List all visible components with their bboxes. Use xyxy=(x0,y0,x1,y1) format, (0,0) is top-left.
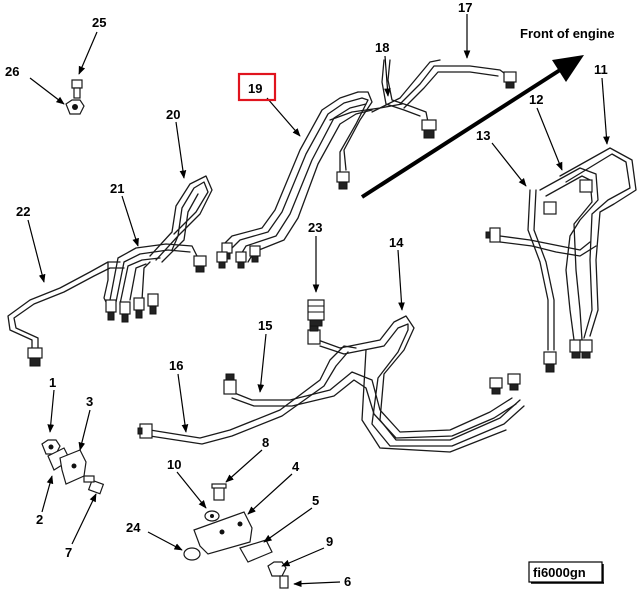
fuel-line-19[interactable] xyxy=(216,91,373,269)
fuel-line-14[interactable] xyxy=(307,315,525,453)
figure-id-box: fi6000gn xyxy=(528,561,604,584)
callout-19-highlight xyxy=(237,72,277,102)
callout-12[interactable]: 12 xyxy=(529,92,543,107)
washer-24[interactable] xyxy=(183,547,201,561)
callout-13[interactable]: 13 xyxy=(476,128,490,143)
fuel-line-22[interactable] xyxy=(7,261,125,367)
callout-14[interactable]: 14 xyxy=(389,235,404,250)
callout-2[interactable]: 2 xyxy=(36,512,43,527)
washer-10[interactable] xyxy=(204,510,220,522)
bolt-7[interactable] xyxy=(83,475,105,495)
front-of-engine-caption: Front of engine xyxy=(520,26,615,41)
fitting-21d xyxy=(147,293,159,315)
fitting-11a xyxy=(579,179,593,193)
bolt-6[interactable] xyxy=(279,575,289,589)
callout-6[interactable]: 6 xyxy=(344,574,351,589)
callout-24[interactable]: 24 xyxy=(126,520,141,535)
callout-1[interactable]: 1 xyxy=(49,375,56,390)
front-of-engine-arrow xyxy=(360,55,584,199)
nut-1[interactable] xyxy=(41,439,61,455)
callout-4[interactable]: 4 xyxy=(292,459,300,474)
fitting-19c xyxy=(249,245,261,263)
fuel-line-15[interactable] xyxy=(223,371,517,439)
fitting-12b xyxy=(543,201,557,215)
fitting-14c xyxy=(507,373,521,391)
fitting-21a xyxy=(105,299,117,321)
fuel-line-21[interactable] xyxy=(105,243,207,323)
clamp-5[interactable] xyxy=(239,539,273,563)
fitting-12a xyxy=(569,339,583,359)
fitting-14b xyxy=(489,377,503,395)
nut-9[interactable] xyxy=(267,561,287,577)
callout-21[interactable]: 21 xyxy=(110,181,124,196)
callout-7[interactable]: 7 xyxy=(65,545,72,560)
fuel-line-18[interactable] xyxy=(329,59,437,139)
fitting-15 xyxy=(223,373,237,395)
bolt-8[interactable] xyxy=(211,483,227,501)
fitting-19d xyxy=(216,251,228,269)
callout-17[interactable]: 17 xyxy=(458,0,472,15)
callout-26[interactable]: 26 xyxy=(5,64,19,79)
callout-11[interactable]: 11 xyxy=(594,62,608,77)
callout-20[interactable]: 20 xyxy=(166,107,180,122)
fuel-line-17[interactable] xyxy=(371,59,517,113)
callout-22[interactable]: 22 xyxy=(16,204,30,219)
fitting-21c xyxy=(133,297,145,319)
callout-25[interactable]: 25 xyxy=(92,15,106,30)
nut-26[interactable] xyxy=(65,99,85,115)
fuel-line-13[interactable] xyxy=(485,189,597,373)
figure-id: fi6000gn xyxy=(533,565,586,580)
callout-15[interactable]: 15 xyxy=(258,318,272,333)
callout-23[interactable]: 23 xyxy=(308,220,322,235)
fitting-13a xyxy=(485,227,501,243)
fitting-11b xyxy=(579,339,593,359)
fitting-21b xyxy=(119,301,131,323)
callout-8[interactable]: 8 xyxy=(262,435,269,450)
fitting-22 xyxy=(27,347,43,367)
callout-3[interactable]: 3 xyxy=(86,394,93,409)
fitting-23[interactable] xyxy=(307,299,325,327)
bolt-25[interactable] xyxy=(71,79,83,99)
callout-18[interactable]: 18 xyxy=(375,40,389,55)
fuel-line-12[interactable] xyxy=(539,167,599,359)
callout-19[interactable]: 19 xyxy=(248,81,262,96)
fitting-19e xyxy=(336,171,350,190)
fuel-line-11[interactable] xyxy=(559,147,637,359)
callout-10[interactable]: 10 xyxy=(167,457,181,472)
fuel-line-16[interactable] xyxy=(137,345,357,445)
bracket-4[interactable] xyxy=(193,511,253,555)
fitting-17 xyxy=(503,71,517,89)
leader-lines xyxy=(27,14,610,588)
fitting-18 xyxy=(421,119,437,139)
fitting-19b xyxy=(235,251,247,269)
fitting-21e xyxy=(193,255,207,273)
fitting-13b xyxy=(543,351,557,373)
fitting-14a xyxy=(307,325,321,345)
callout-9[interactable]: 9 xyxy=(326,534,333,549)
callout-5[interactable]: 5 xyxy=(312,493,319,508)
callout-labels: 25 26 17 18 19 11 12 13 20 21 22 23 14 1… xyxy=(5,0,608,589)
callout-16[interactable]: 16 xyxy=(169,358,183,373)
fuel-line-20[interactable] xyxy=(149,175,213,263)
fitting-16 xyxy=(137,423,153,439)
